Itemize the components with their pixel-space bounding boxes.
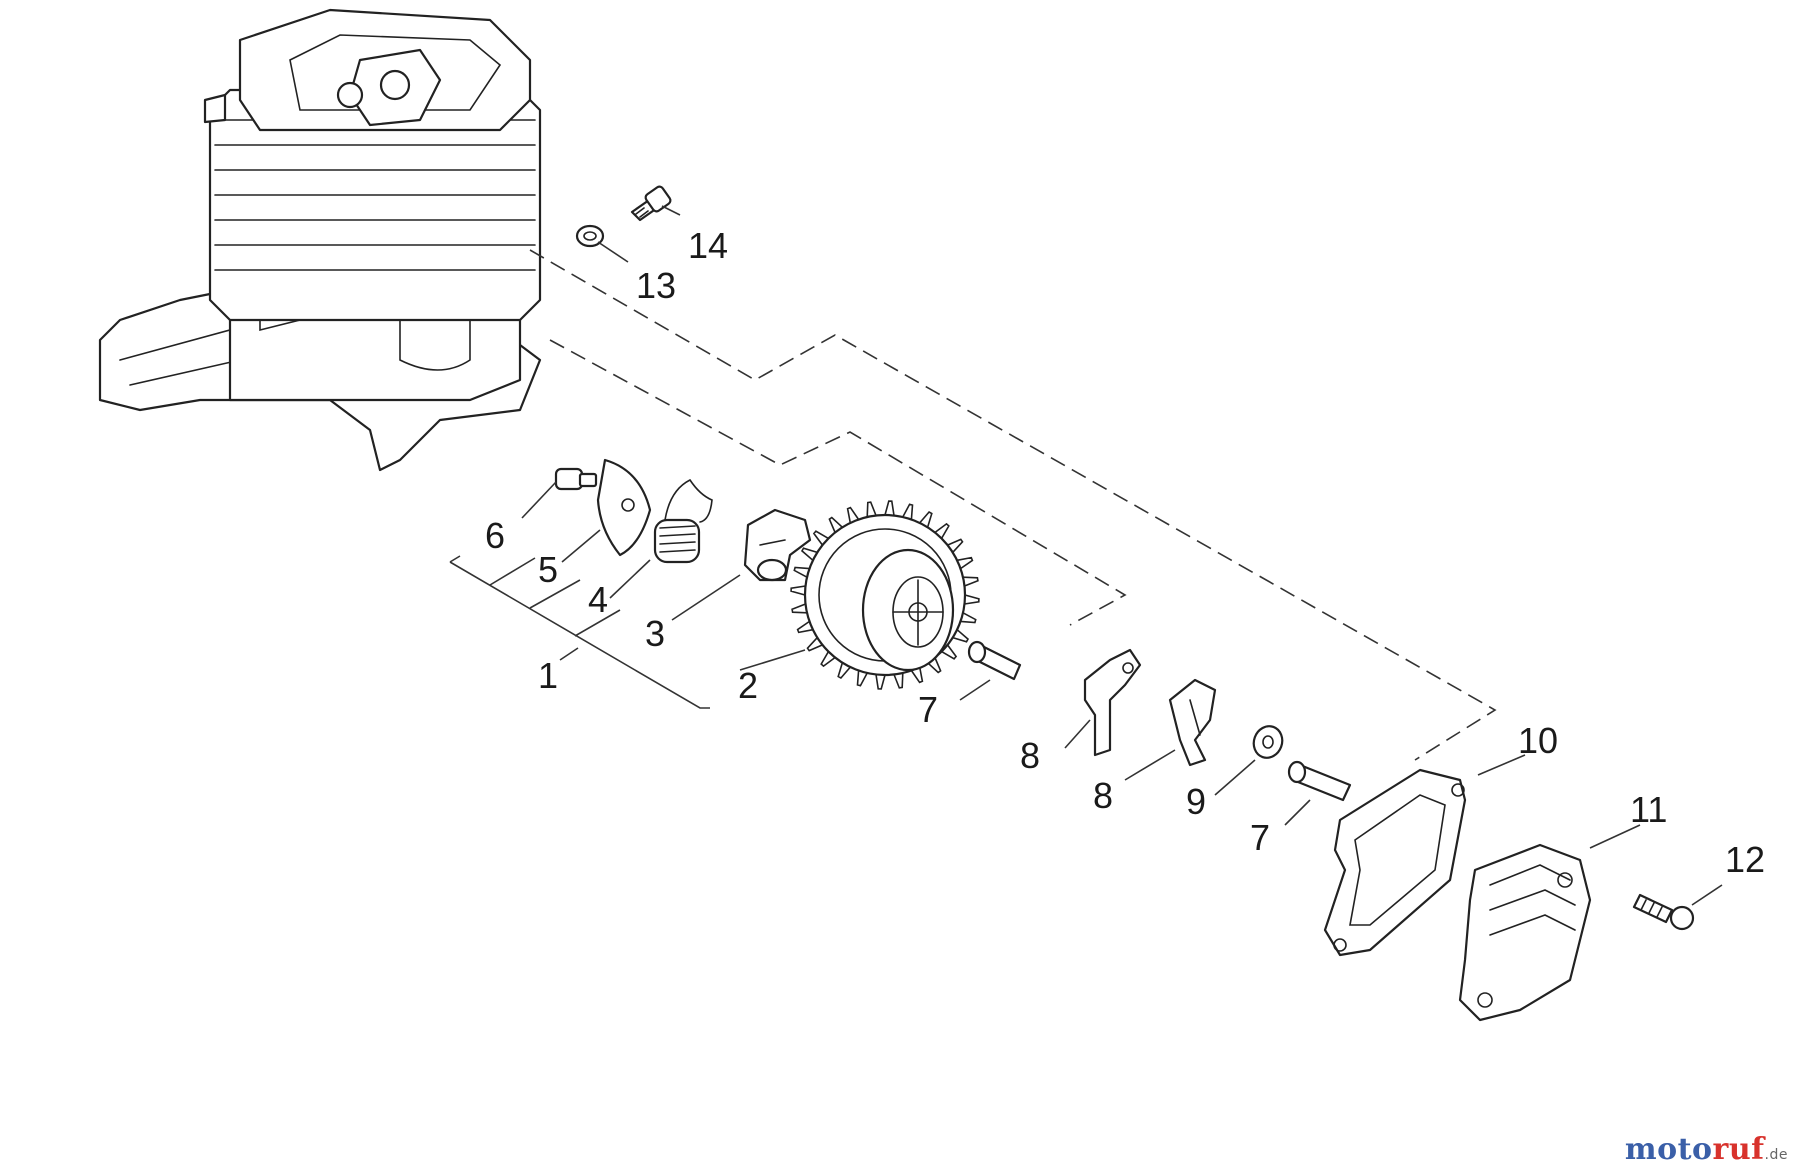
callout-14: 14 — [688, 225, 728, 266]
callout-11: 11 — [1630, 789, 1667, 830]
part-washer-13 — [575, 224, 605, 248]
part-plate-5 — [596, 458, 652, 557]
assembly-guide-lines — [529, 249, 1497, 761]
callout-7-right: 7 — [1250, 817, 1270, 858]
callout-3: 3 — [645, 613, 665, 654]
part-washer-9 — [1252, 725, 1284, 759]
callout-8-left: 8 — [1020, 735, 1040, 776]
part-bolt-6 — [554, 467, 598, 491]
part-spring-4 — [653, 478, 713, 564]
callout-10: 10 — [1518, 720, 1558, 761]
part-cover-11 — [1458, 843, 1592, 1022]
part-gasket-10 — [1323, 768, 1467, 957]
callout-1: 1 — [538, 655, 558, 696]
part-weight-3 — [743, 508, 812, 582]
callout-7-left: 7 — [918, 689, 938, 730]
callout-12: 12 — [1725, 839, 1765, 880]
part-lever-8b — [1168, 678, 1217, 767]
leader-lines — [449, 205, 1723, 906]
watermark-suffix: .de — [1764, 1147, 1788, 1163]
part-lever-8a — [1083, 648, 1142, 757]
callout-8-right: 8 — [1093, 775, 1113, 816]
engine-cylinder-block — [98, 8, 542, 472]
motoruf-watermark: motoruf.de — [1625, 1132, 1788, 1167]
callout-13: 13 — [636, 265, 676, 306]
callout-9: 9 — [1186, 781, 1206, 822]
watermark-text-ruf: ruf — [1712, 1132, 1765, 1167]
callout-2: 2 — [738, 665, 758, 706]
watermark-text-moto: moto — [1624, 1132, 1713, 1167]
callout-4: 4 — [588, 579, 608, 620]
part-gear-2 — [790, 500, 980, 690]
callout-6: 6 — [485, 515, 505, 556]
part-pin-7a — [967, 640, 1022, 681]
part-screw-14 — [630, 185, 672, 222]
callout-labels: 14 13 6 5 4 3 1 2 7 8 8 9 7 10 11 12 — [485, 225, 1765, 880]
part-pin-7b — [1287, 760, 1352, 802]
part-screw-12 — [1632, 893, 1695, 931]
callout-5: 5 — [538, 549, 558, 590]
